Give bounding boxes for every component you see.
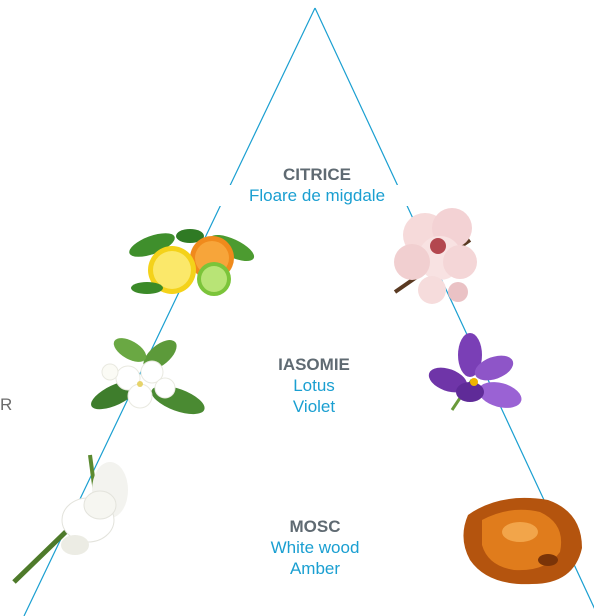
middle-tier: IASOMIE Lotus Violet [214,354,414,417]
middle-tier-note-2: Violet [214,396,414,417]
amber-stone-image [463,498,582,584]
crocus-violet-image [425,333,524,412]
jasmine-flowers-image [87,333,208,420]
top-tier-note-1: Floare de migdale [217,185,417,206]
clipped-letter: R [0,395,12,415]
base-tier-heading: MOSC [215,516,415,537]
middle-tier-heading: IASOMIE [214,354,414,375]
citrus-fruits-image [126,228,257,296]
top-tier: CITRICE Floare de migdale [217,164,417,206]
almond-blossom-image [394,208,477,304]
base-tier-note-2: Amber [215,558,415,579]
middle-tier-note-1: Lotus [214,375,414,396]
base-tier-note-1: White wood [215,537,415,558]
base-tier: MOSC White wood Amber [215,516,415,579]
top-tier-heading: CITRICE [217,164,417,185]
white-rose-image [14,455,128,582]
